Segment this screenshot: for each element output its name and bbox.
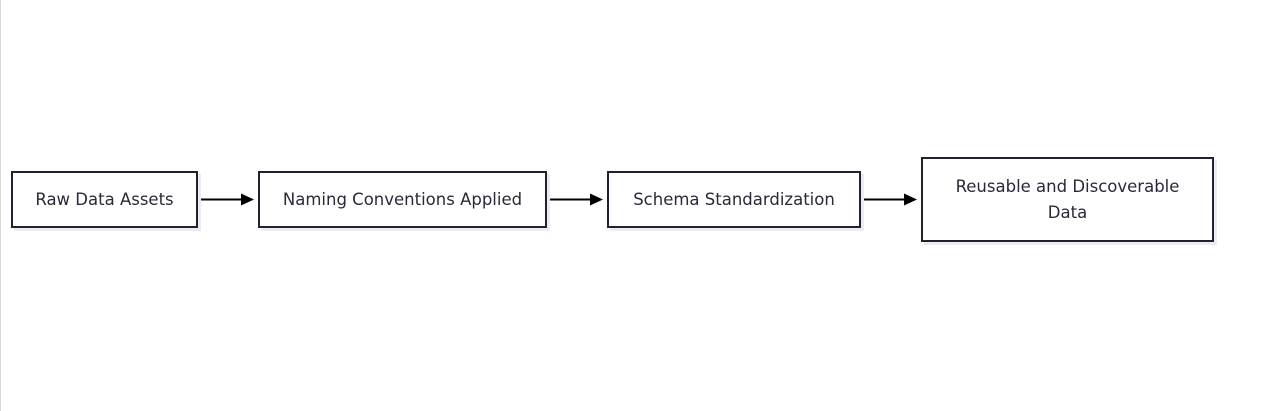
node-naming-conventions-applied: Naming Conventions Applied [258, 171, 547, 228]
arrowhead-icon [904, 193, 917, 206]
node-label: Schema Standardization [633, 189, 835, 209]
edge-schema-to-reusable [861, 193, 917, 206]
node-label: Raw Data Assets [35, 189, 174, 209]
arrowhead-icon [241, 193, 254, 206]
arrowhead-icon [590, 193, 603, 206]
edge-raw-to-naming [198, 193, 254, 206]
node-reusable-and-discoverable-data: Reusable and Discoverable Data [921, 157, 1214, 242]
node-label: Reusable and Discoverable Data [955, 176, 1180, 222]
node-raw-data-assets: Raw Data Assets [11, 171, 198, 228]
node-label: Naming Conventions Applied [282, 189, 523, 209]
node-schema-standardization: Schema Standardization [607, 171, 861, 228]
edge-naming-to-schema [547, 193, 603, 206]
